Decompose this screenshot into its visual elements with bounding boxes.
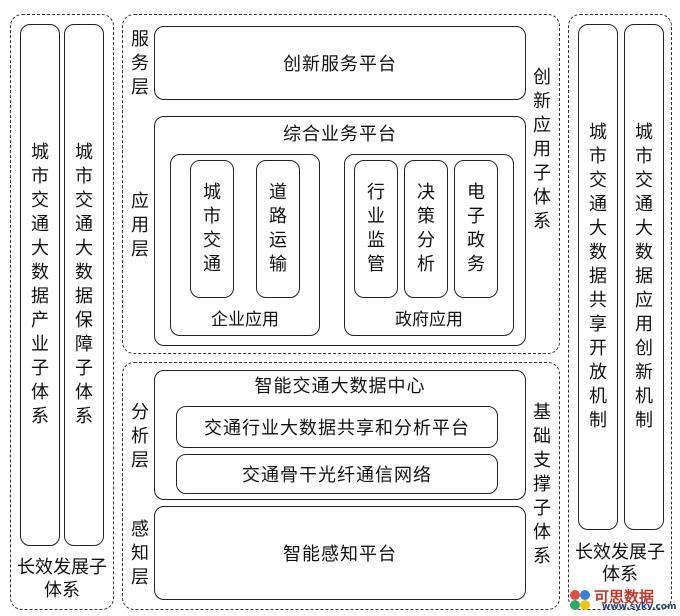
watermark-url: www.sykv.com: [602, 602, 677, 612]
enterprise-application-caption-text: 企业应用: [211, 309, 279, 330]
backbone-fiber-network: 交通骨干光纤通信网络: [176, 454, 498, 494]
left-subsystem-caption-text: 长效发展子体系: [17, 557, 107, 601]
road-transport-text: 道路运输: [269, 182, 287, 275]
right-subsystem-frame: [568, 14, 672, 610]
intelligent-perception-platform-text: 智能感知平台: [283, 544, 397, 565]
right-innovation-mechanism-text: 城市交通大数据应用创新机制: [635, 122, 653, 431]
right-subsystem-caption-text: 长效发展子体系: [575, 542, 665, 585]
government-item-e-government: 电子政务: [454, 160, 498, 298]
innovation-application-label: 创新应用子体系: [528, 50, 556, 250]
left-guarantee-subsystem-text: 城市交通大数据保障子体系: [75, 142, 93, 427]
perception-layer-label-text: 感知层: [131, 519, 149, 588]
watermark-logo: 可思数据 www.sykv.com: [568, 586, 678, 614]
right-sharing-mechanism-box: 城市交通大数据共享开放机制: [578, 24, 618, 530]
government-application-caption-text: 政府应用: [395, 309, 463, 330]
innovation-service-platform: 创新服务平台: [154, 26, 526, 100]
right-innovation-mechanism-box: 城市交通大数据应用创新机制: [624, 24, 664, 530]
integrated-business-platform-title: 综合业务平台: [154, 120, 526, 146]
enterprise-item-urban-transport: 城市交通: [190, 160, 234, 298]
application-layer-label: 应用层: [126, 190, 154, 262]
foundation-support-frame: [122, 362, 560, 610]
backbone-fiber-network-text: 交通骨干光纤通信网络: [242, 465, 432, 486]
data-sharing-analysis-platform: 交通行业大数据共享和分析平台: [176, 406, 498, 448]
big-data-center-text: 智能交通大数据中心: [254, 376, 426, 397]
perception-layer-label: 感知层: [126, 514, 154, 594]
foundation-support-label: 基础支撑子体系: [528, 390, 556, 580]
analysis-layer-label-text: 分析层: [131, 402, 149, 471]
left-subsystem-frame: [10, 14, 114, 610]
watermark-text: 可思数据: [594, 588, 655, 606]
government-application-caption: 政府应用: [344, 302, 514, 332]
service-layer-label-text: 服务层: [131, 29, 149, 98]
left-subsystem-caption: 长效发展子体系: [14, 552, 110, 606]
data-sharing-analysis-platform-text: 交通行业大数据共享和分析平台: [204, 418, 470, 439]
big-data-center-title: 智能交通大数据中心: [154, 372, 526, 398]
left-industry-subsystem-box: 城市交通大数据产业子体系: [20, 24, 60, 546]
urban-transport-text: 城市交通: [203, 182, 221, 275]
right-sharing-mechanism-text: 城市交通大数据共享开放机制: [589, 122, 607, 431]
left-industry-subsystem-text: 城市交通大数据产业子体系: [31, 142, 49, 427]
analysis-layer-label: 分析层: [126, 398, 154, 476]
e-government-text: 电子政务: [467, 182, 485, 275]
application-layer-label-text: 应用层: [131, 191, 149, 260]
innovation-service-platform-text: 创新服务平台: [283, 54, 397, 75]
enterprise-item-road-transport: 道路运输: [256, 160, 300, 298]
government-item-decision-analysis: 决策分析: [404, 160, 448, 298]
foundation-support-label-text: 基础支撑子体系: [533, 402, 551, 567]
integrated-business-platform-text: 综合业务平台: [283, 124, 397, 145]
left-guarantee-subsystem-box: 城市交通大数据保障子体系: [64, 24, 104, 546]
innovation-application-label-text: 创新应用子体系: [533, 67, 551, 232]
industry-supervision-text: 行业监管: [367, 182, 385, 275]
innovation-application-frame: [122, 14, 560, 354]
intelligent-perception-platform: 智能感知平台: [154, 506, 526, 600]
logo-icon: [570, 590, 590, 610]
service-layer-label: 服务层: [126, 28, 154, 100]
right-subsystem-caption: 长效发展子体系: [572, 542, 668, 585]
enterprise-application-caption: 企业应用: [170, 302, 320, 332]
government-item-industry-supervision: 行业监管: [354, 160, 398, 298]
decision-analysis-text: 决策分析: [417, 182, 435, 275]
